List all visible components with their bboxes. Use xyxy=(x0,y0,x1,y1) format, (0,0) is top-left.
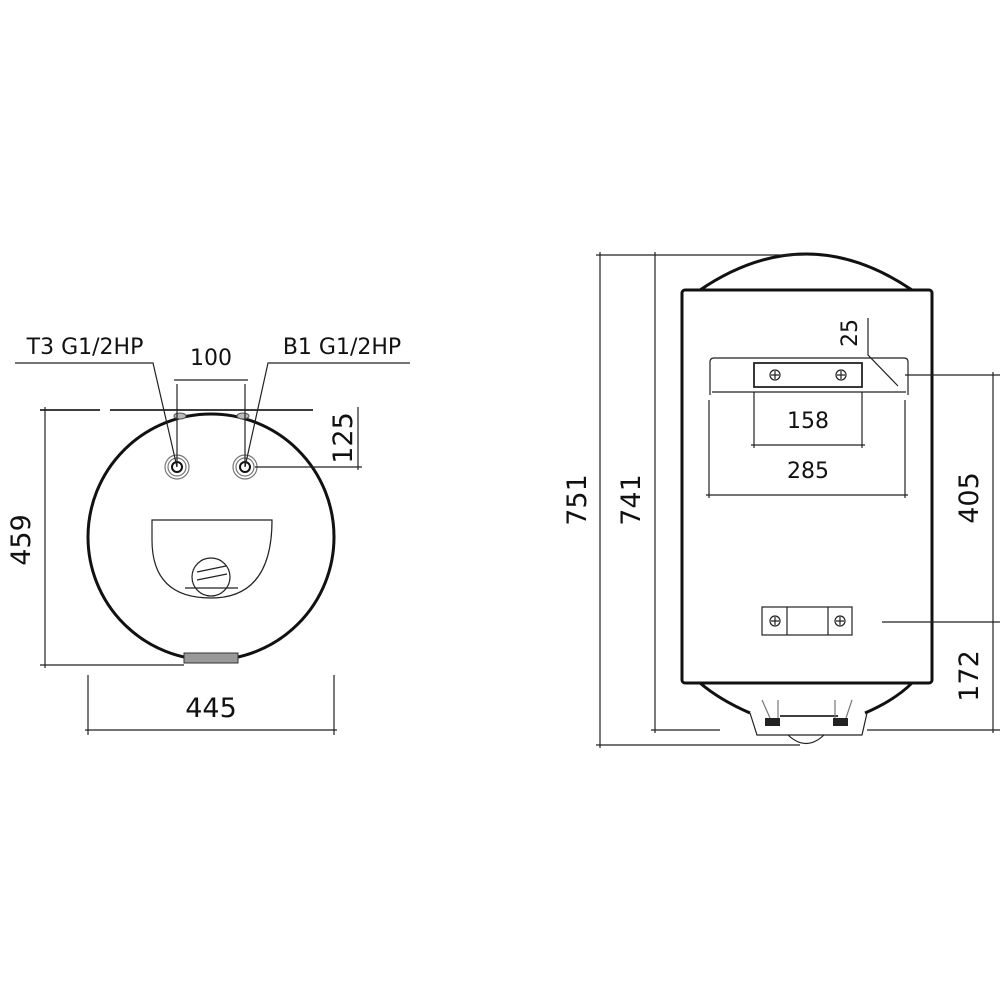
dimension-label: 405 xyxy=(954,472,985,524)
dimension-label: 25 xyxy=(838,319,863,347)
screw-icon xyxy=(769,369,781,381)
screw-icon xyxy=(834,615,846,627)
connection-label-right: B1 G1/2HP xyxy=(283,335,401,360)
screw-icon xyxy=(835,369,847,381)
dimension-connection-spacing: 100 xyxy=(174,346,248,467)
dimension-total-height: 751 xyxy=(562,252,806,748)
dimension-label: 751 xyxy=(562,474,593,526)
pipe-stub xyxy=(173,412,187,420)
leader-line-left xyxy=(15,362,178,468)
bottom-dome-left xyxy=(699,681,751,715)
front-view: 751 741 25 158 285 xyxy=(562,252,1000,748)
mounting-plate-lower xyxy=(761,606,853,636)
dimension-label: 100 xyxy=(190,346,232,371)
top-dome xyxy=(699,252,913,292)
bottom-dome-right xyxy=(864,681,914,715)
thermostat-knob xyxy=(185,557,238,597)
dimension-label: 285 xyxy=(787,459,829,484)
control-cutout xyxy=(151,519,273,599)
dimension-plate-width: 158 xyxy=(751,392,865,448)
bottom-connections xyxy=(749,699,868,745)
dimension-label: 172 xyxy=(954,650,985,702)
dimension-body-height: 741 xyxy=(616,252,720,733)
dimension-plate-to-bottom: 172 xyxy=(867,650,1000,731)
dimension-bracket-to-plate: 405 xyxy=(882,372,1000,733)
dimension-bracket-offset: 25 xyxy=(838,318,899,387)
connection-label-left: T3 G1/2HP xyxy=(26,335,144,360)
mounting-plate-upper xyxy=(753,362,863,388)
dimension-label: 741 xyxy=(616,474,647,526)
dimension-label: 158 xyxy=(787,409,829,434)
dimension-label: 445 xyxy=(185,693,237,724)
screw-icon xyxy=(769,615,781,627)
dimension-bracket-width: 285 xyxy=(706,400,908,498)
dimension-label: 125 xyxy=(328,412,359,464)
drain-element xyxy=(183,652,239,664)
dimension-width: 445 xyxy=(85,675,337,735)
dimension-height: 459 xyxy=(6,407,184,668)
tank-body-front xyxy=(680,288,934,685)
pipe-stub xyxy=(236,412,250,420)
tank-body-circle xyxy=(86,412,336,662)
dimension-label: 459 xyxy=(6,514,37,566)
leader-line-right xyxy=(244,362,410,468)
side-view: T3 G1/2HP B1 G1/2HP 100 125 459 445 xyxy=(6,335,410,735)
dimension-connection-depth: 125 xyxy=(255,407,362,470)
wall-bracket xyxy=(709,357,909,395)
